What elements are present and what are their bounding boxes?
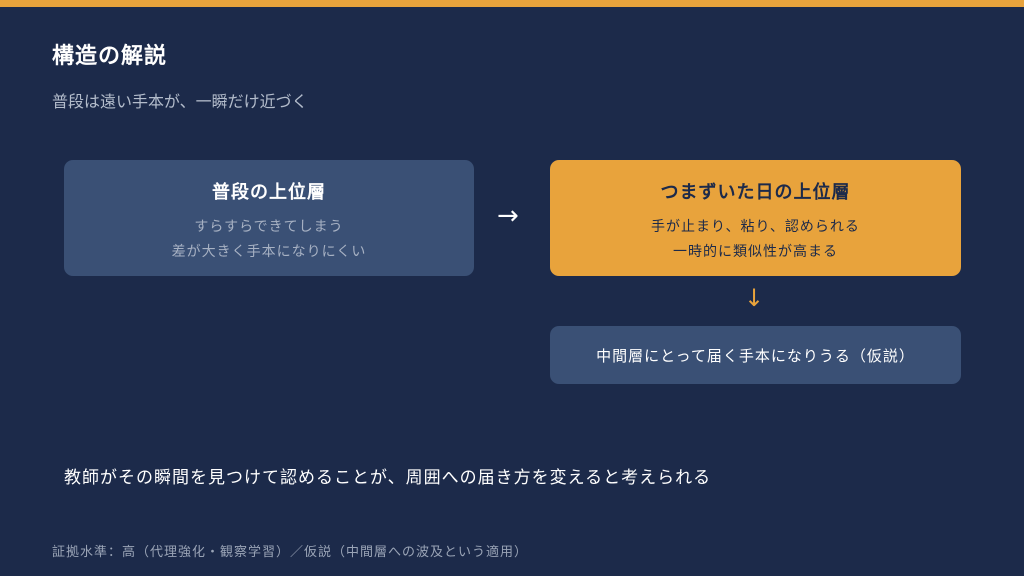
usual-top-layer-box: 普段の上位層 すらすらできてしまう 差が大きく手本になりにくい — [64, 160, 474, 276]
arrow-down-icon: ↓ — [744, 284, 765, 312]
top-accent-bar — [0, 0, 1024, 7]
usual-top-layer-line-1: すらすらできてしまう — [194, 219, 344, 235]
arrow-right-icon: → — [497, 201, 519, 231]
stumbling-top-layer-heading: つまずいた日の上位層 — [660, 182, 851, 203]
stumbling-top-layer-line-2: 一時的に類似性が高まる — [673, 244, 838, 260]
usual-top-layer-heading: 普段の上位層 — [212, 182, 326, 203]
middle-layer-text: 中間層にとって届く手本になりうる（仮説） — [596, 347, 915, 365]
stumbling-top-layer-line-1: 手が止まり、粘り、認められる — [651, 219, 860, 235]
stumbling-top-layer-box: つまずいた日の上位層 手が止まり、粘り、認められる 一時的に類似性が高まる — [550, 160, 961, 276]
conclusion-text: 教師がその瞬間を見つけて認めることが、周囲への届き方を変えると考えられる — [64, 468, 712, 488]
evidence-level-note: 証拠水準：高（代理強化・観察学習）／仮説（中間層への波及という適用） — [52, 545, 529, 560]
usual-top-layer-line-2: 差が大きく手本になりにくい — [171, 244, 367, 260]
middle-layer-box: 中間層にとって届く手本になりうる（仮説） — [550, 326, 961, 384]
page-title: 構造の解説 — [52, 44, 168, 69]
page-subtitle: 普段は遠い手本が、一瞬だけ近づく — [52, 92, 308, 111]
